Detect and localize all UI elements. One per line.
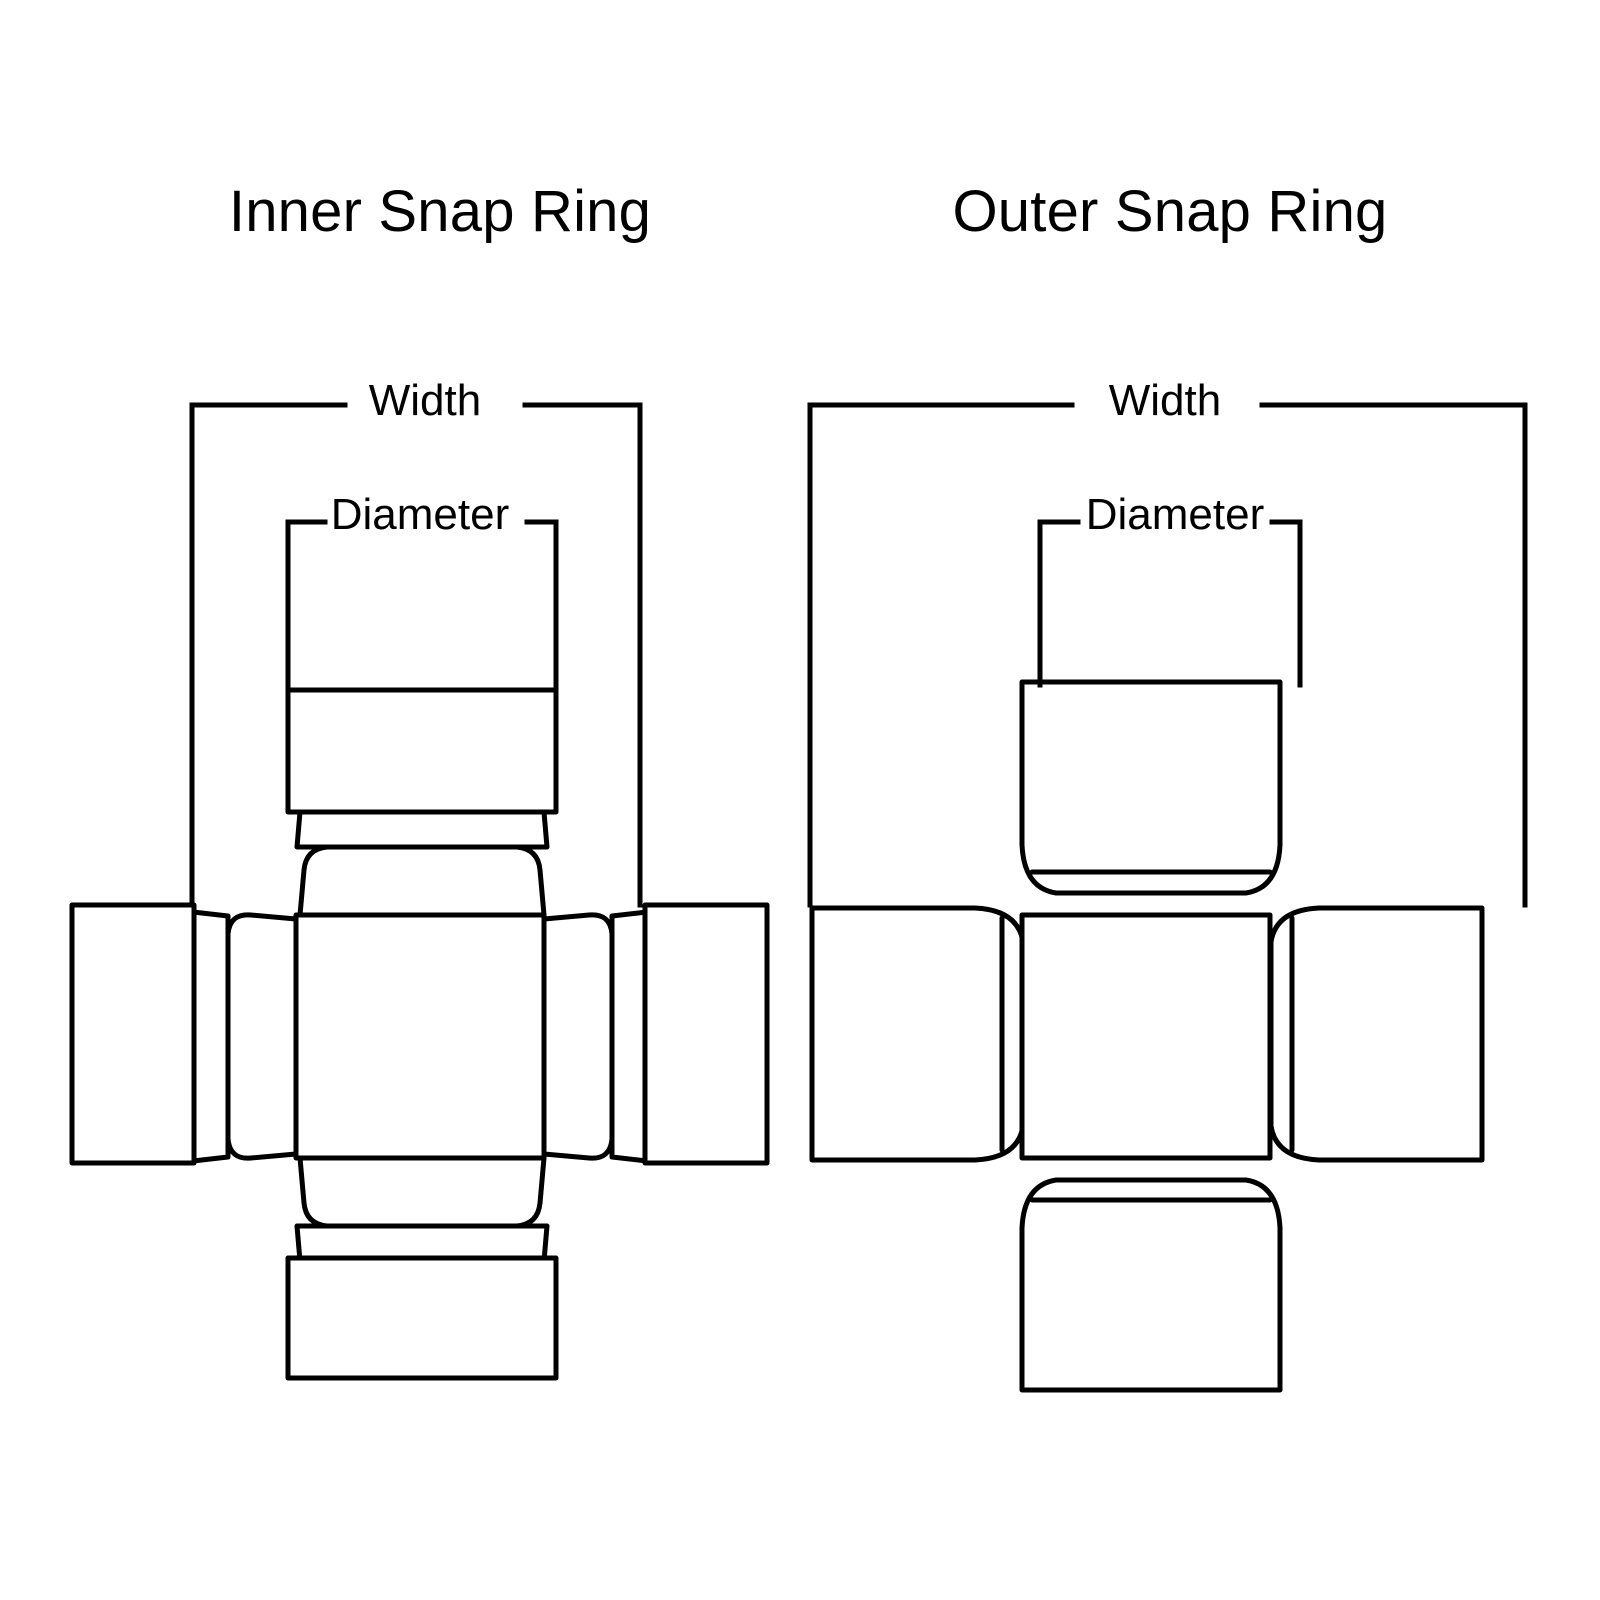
right-diameter-bracket-right <box>1269 519 1303 688</box>
right-width-dimension <box>807 402 1528 908</box>
panel-title-inner-snap-ring: Inner Snap Ring <box>228 179 652 244</box>
left-top-snap-ring-band <box>294 809 550 850</box>
left-right-collar <box>541 912 615 1161</box>
left-width-bracket-left <box>189 402 348 908</box>
left-right-snap-ring-band <box>609 909 650 1164</box>
right-width-bracket-left <box>807 402 1075 908</box>
left-cross-assembly <box>69 687 770 1381</box>
left-left-collar <box>225 912 299 1161</box>
left-diameter-bracket-right <box>524 519 559 693</box>
right-right-bearing-cap <box>1268 905 1485 1163</box>
width-label-inner: Width <box>368 376 482 425</box>
diameter-label-inner: Diameter <box>330 490 510 539</box>
left-width-dimension <box>189 402 643 908</box>
right-bottom-bearing-cap <box>1019 1177 1283 1393</box>
left-center-body <box>293 912 547 1161</box>
left-left-snap-ring-band <box>190 909 231 1164</box>
left-bottom-collar <box>297 1155 547 1229</box>
right-width-bracket-right <box>1259 402 1528 908</box>
left-top-collar <box>297 844 547 918</box>
diameter-label-outer: Diameter <box>1085 490 1265 539</box>
left-right-bearing-cap <box>642 902 770 1166</box>
left-diameter-bracket-left <box>285 519 328 693</box>
right-center-body <box>1019 912 1273 1161</box>
left-left-bearing-cap <box>69 902 197 1166</box>
left-bottom-bearing-cap <box>285 1255 559 1381</box>
right-cross-assembly <box>809 679 1485 1393</box>
right-left-bearing-cap <box>809 905 1026 1163</box>
left-width-bracket-right <box>522 402 643 908</box>
right-diameter-dimension <box>1037 519 1303 688</box>
left-top-bearing-cap <box>285 687 559 815</box>
right-diameter-bracket-left <box>1037 519 1081 688</box>
right-top-bearing-cap <box>1019 679 1283 896</box>
panel-title-outer-snap-ring: Outer Snap Ring <box>952 179 1388 244</box>
width-label-outer: Width <box>1108 376 1222 425</box>
left-diameter-dimension <box>285 519 559 693</box>
